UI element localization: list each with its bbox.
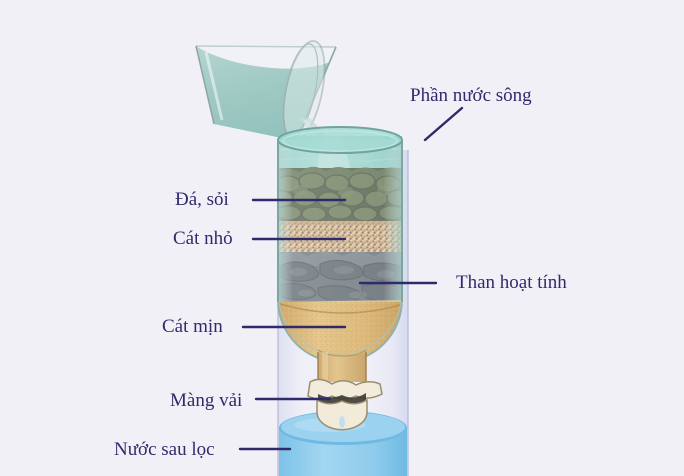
pouring-glass: [195, 40, 337, 142]
label-rocks-gravel: Đá, sỏi: [175, 189, 229, 210]
label-river-water: Phần nước sông: [410, 85, 532, 106]
label-activated-carbon: Than hoạt tính: [456, 272, 567, 293]
label-filtered-water: Nước sau lọc: [114, 439, 215, 460]
label-fine-sand: Cát mịn: [162, 316, 223, 337]
label-small-sand: Cát nhỏ: [173, 228, 233, 249]
label-leader-lines: [238, 106, 464, 451]
leader-river-water: [423, 106, 464, 142]
cloth-membrane: [307, 378, 383, 431]
label-cloth-membrane: Màng vải: [170, 390, 243, 411]
